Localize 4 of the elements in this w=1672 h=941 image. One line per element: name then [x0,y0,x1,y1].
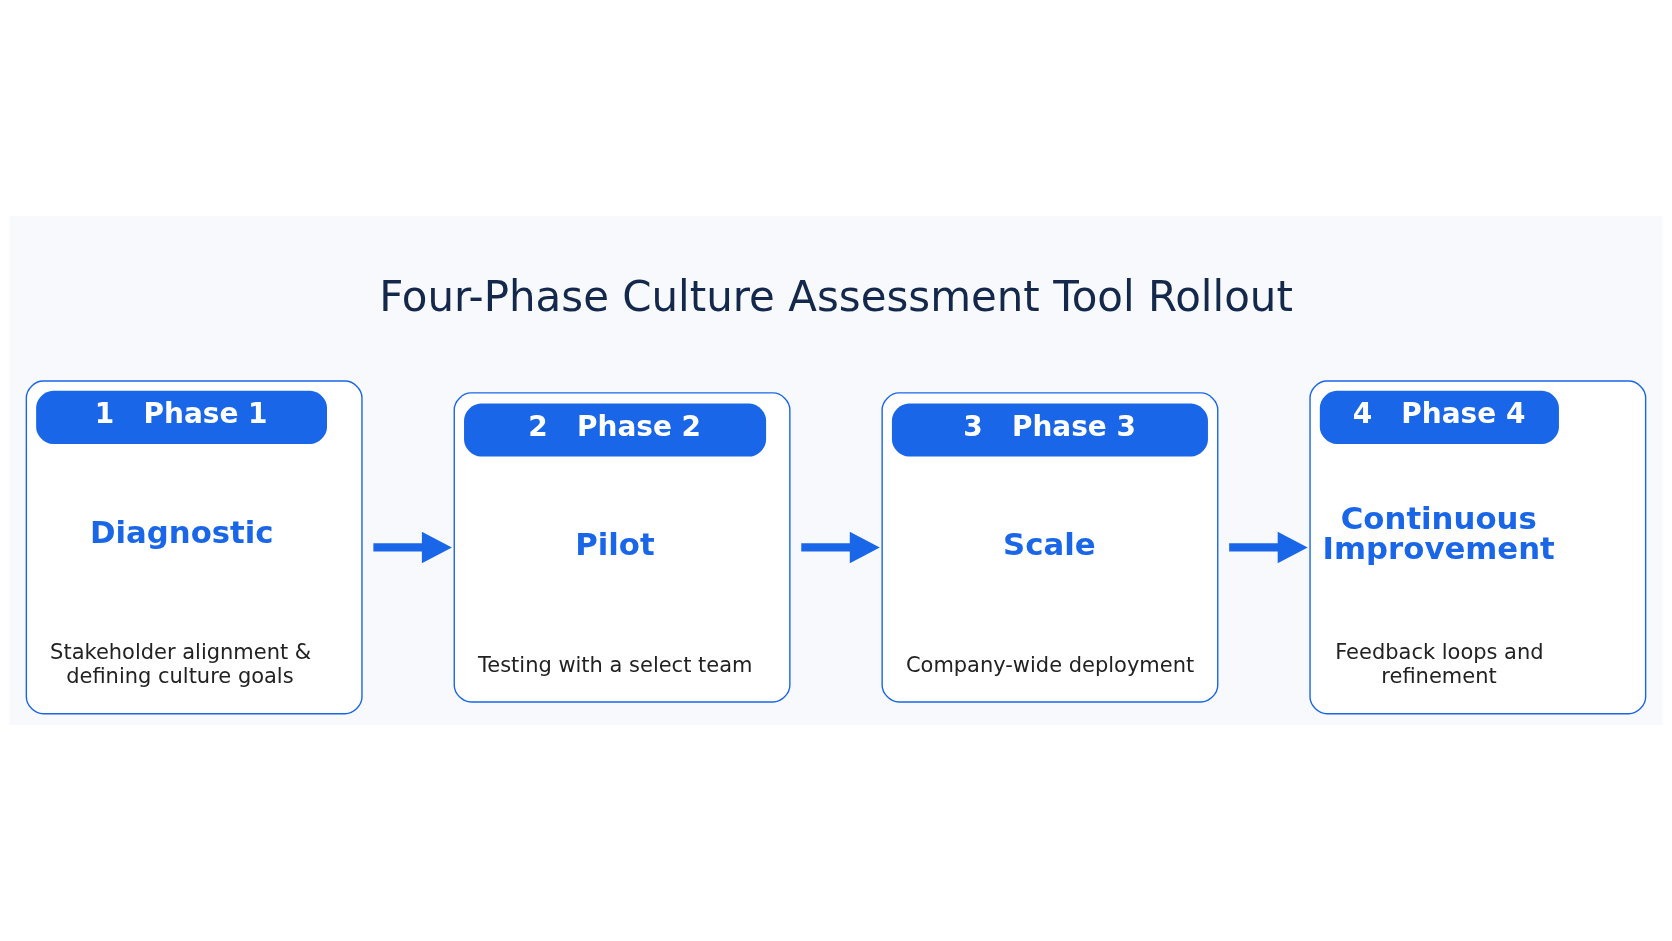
arrow [801,531,880,564]
arrow [1229,531,1308,564]
diagram-title: Four-Phase Culture Assessment Tool Rollout [379,272,1293,322]
arrow [373,531,452,564]
